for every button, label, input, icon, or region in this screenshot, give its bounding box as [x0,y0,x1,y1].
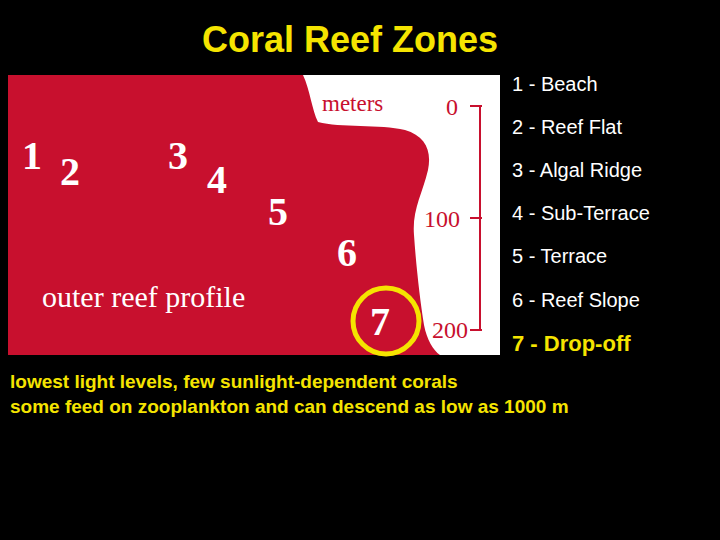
depth-tick [470,217,482,219]
zone-list-item: 5 - Terrace [512,246,607,266]
slide-title: Coral Reef Zones [202,22,498,58]
note-text: lowest light levels, few sunlight-depend… [10,372,458,391]
depth-value: 0 [446,95,458,119]
depth-tick [470,329,482,331]
callout-number: 1 [22,136,42,176]
zone-list-item: 6 - Reef Slope [512,290,640,310]
highlight-circle [353,288,419,354]
callout-number: 5 [268,192,288,232]
water-panel [8,75,500,355]
zone-list-item: 4 - Sub-Terrace [512,203,650,223]
callout-number: 7 [370,302,390,342]
zone-list-item: 3 - Algal Ridge [512,160,642,180]
note-text: some feed on zooplankton and can descend… [10,397,569,416]
reef-profile [8,75,440,355]
depth-tick [470,105,482,107]
callout-number: 2 [60,152,80,192]
callout-number: 4 [207,160,227,200]
profile-caption: outer reef profile [42,282,245,312]
depth-value: 100 [424,207,460,231]
callout-number: 6 [337,233,357,273]
zone-list-item: 1 - Beach [512,74,598,94]
callout-number: 3 [168,136,188,176]
zone-list-item: 2 - Reef Flat [512,117,622,137]
axis-unit: meters [322,92,383,115]
zone-list-item-highlight: 7 - Drop-off [512,333,631,355]
depth-value: 200 [432,318,468,342]
